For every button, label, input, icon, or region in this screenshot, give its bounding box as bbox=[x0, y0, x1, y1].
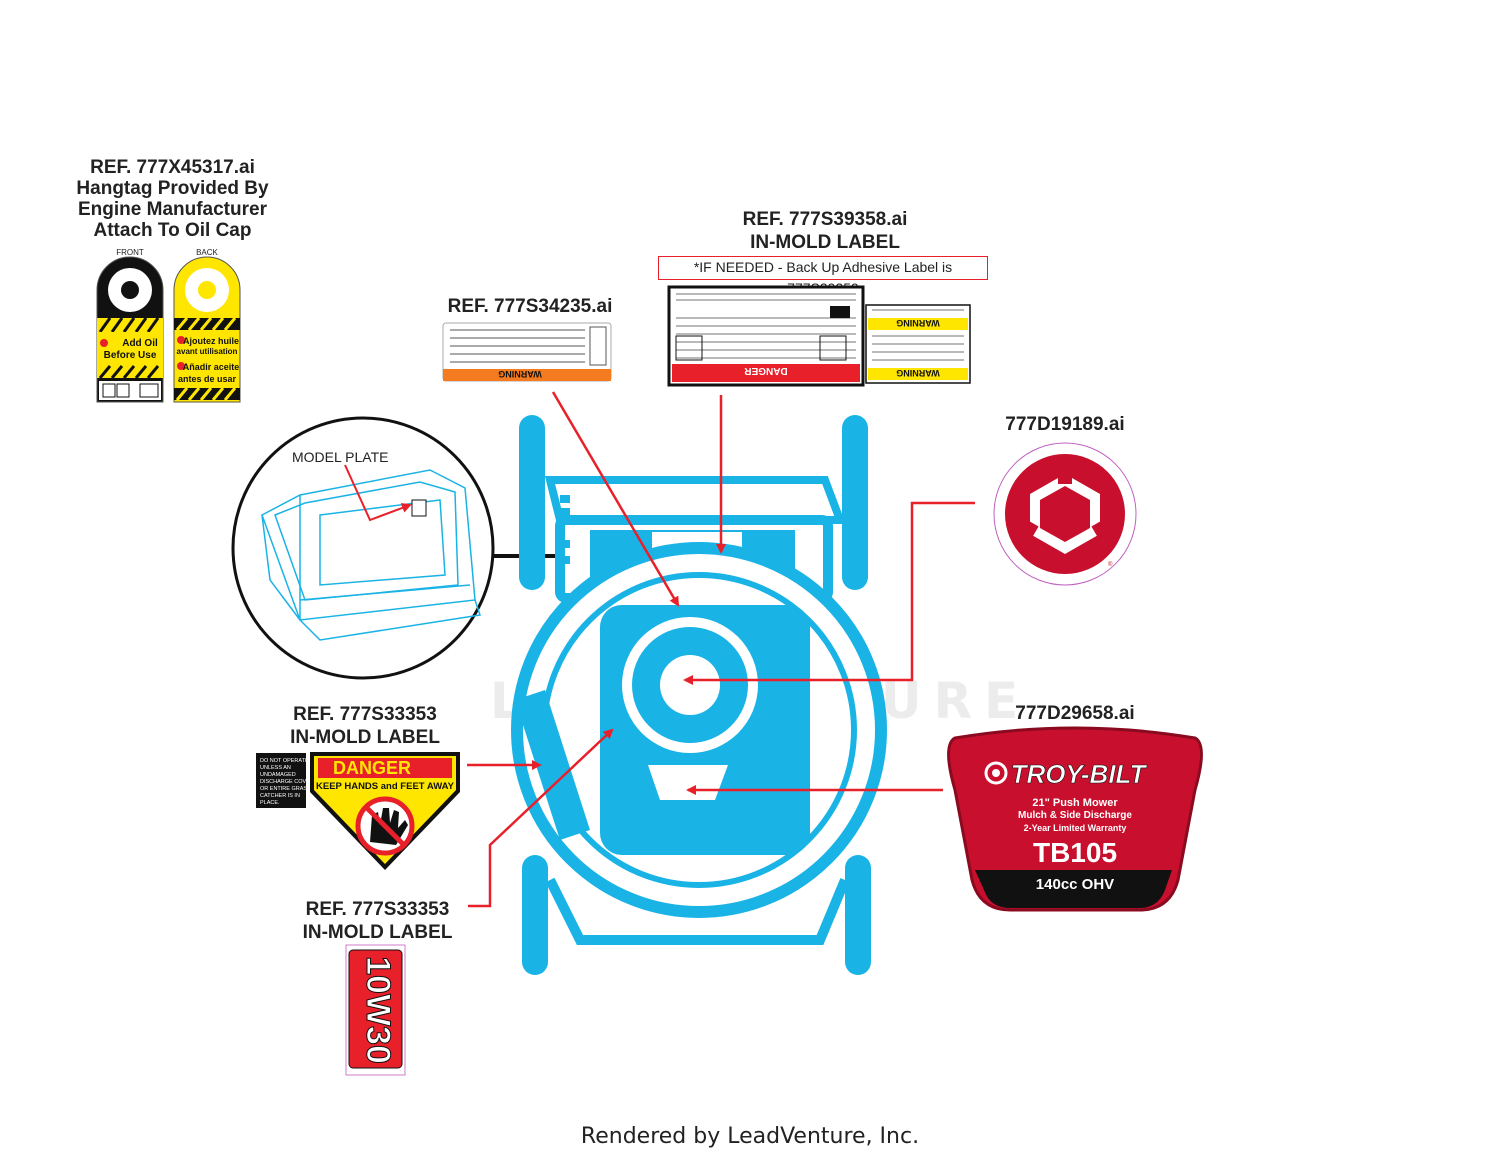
oil-label: 10W30 bbox=[345, 944, 406, 1076]
hangtag-back-label: BACK bbox=[196, 248, 218, 257]
hangtag-front-text-1: Add Oil bbox=[122, 338, 158, 349]
arrow-oil-label bbox=[468, 728, 614, 908]
model-plate-label: MODEL PLATE bbox=[292, 449, 388, 465]
brand-label: TROY-BILT 21" Push Mower Mulch & Side Di… bbox=[947, 726, 1203, 912]
oil-label-caption: REF. 777S33353 IN-MOLD LABEL bbox=[285, 898, 470, 944]
hangtag-back-text-3: Añadir aceite bbox=[183, 362, 240, 372]
brand-line-3: 2-Year Limited Warranty bbox=[1024, 823, 1127, 833]
hangtag-desc-2: Engine Manufacturer bbox=[78, 199, 267, 220]
danger-label: DO NOT OPERATE UNLESS AN UNDAMAGED DISCH… bbox=[256, 752, 460, 870]
danger-side-line-6: PLACE. bbox=[260, 800, 280, 806]
hangtag-back: BACK Ajoutez huile avant utilisation Aña… bbox=[173, 248, 241, 403]
leader-arrows bbox=[467, 391, 975, 908]
logo-round-caption: 777D19189.ai bbox=[985, 414, 1145, 435]
warning-small-ref: REF. 777S34235.ai bbox=[447, 296, 613, 317]
danger-side-line-5: CATCHER IS IN bbox=[260, 793, 300, 799]
brand-line-2: Mulch & Side Discharge bbox=[1018, 810, 1132, 821]
danger-side-line-1: UNLESS AN bbox=[260, 765, 291, 771]
model-plate-icon bbox=[411, 499, 427, 517]
troy-bilt-round-logo: ® bbox=[993, 442, 1137, 586]
hangtag-caption: REF. 777X45317.ai Hangtag Provided By En… bbox=[55, 157, 290, 241]
hangtag-front-label: FRONT bbox=[116, 248, 144, 257]
inmold-top-caption: REF. 777S39358.ai IN-MOLD LABEL bbox=[700, 208, 950, 254]
brand-line-1: 21" Push Mower bbox=[1032, 797, 1118, 809]
oil-label-ref: REF. 777S33353 bbox=[305, 899, 450, 920]
danger-label-ref: REF. 777S33353 bbox=[293, 704, 437, 725]
hangtag-desc-3: Attach To Oil Cap bbox=[93, 220, 252, 241]
inmold-top-warning-1: WARNING bbox=[896, 318, 940, 328]
model-plate-magnifier: MODEL PLATE bbox=[231, 416, 600, 680]
warning-small-header: WARNING bbox=[498, 369, 542, 379]
danger-subtitle: KEEP HANDS and FEET AWAY bbox=[316, 781, 455, 792]
oil-cap-icon bbox=[108, 268, 152, 312]
warning-small-caption: REF. 777S34235.ai bbox=[420, 296, 640, 317]
oil-label-text: 10W30 bbox=[359, 956, 397, 1064]
danger-side-line-3: DISCHARGE COVER bbox=[260, 779, 314, 785]
brand-engine: 140cc OHV bbox=[1036, 876, 1114, 893]
inmold-top-type: IN-MOLD LABEL bbox=[750, 232, 900, 253]
footer-credit: Rendered by LeadVenture, Inc. bbox=[580, 1124, 920, 1149]
danger-label-type: IN-MOLD LABEL bbox=[290, 727, 440, 748]
brand-model: TB105 bbox=[1033, 837, 1117, 868]
danger-side-line-2: UNDAMAGED bbox=[260, 772, 296, 778]
danger-side-line-0: DO NOT OPERATE bbox=[260, 758, 309, 764]
inmold-top-ref: REF. 777S39358.ai bbox=[742, 209, 908, 230]
danger-title: DANGER bbox=[333, 758, 411, 778]
hangtag-front: FRONT Add Oil Before Use bbox=[96, 248, 164, 403]
hangtag-back-text-1: Ajoutez huile bbox=[183, 336, 239, 346]
hangtag-back-text-4: antes de usar bbox=[178, 374, 237, 384]
hangtag-ref: REF. 777X45317.ai bbox=[90, 157, 255, 178]
arrow-warning-small bbox=[551, 391, 680, 607]
oil-label-type: IN-MOLD LABEL bbox=[302, 922, 453, 943]
arrow-round-logo bbox=[683, 501, 975, 685]
danger-label-caption: REF. 777S33353 IN-MOLD LABEL bbox=[270, 703, 460, 749]
hangtag-front-text-2: Before Use bbox=[104, 350, 157, 361]
no-hands-icon bbox=[355, 796, 415, 856]
inmold-top-label: DANGER WARNING WARNING bbox=[667, 285, 971, 387]
svg-text:®: ® bbox=[1108, 561, 1113, 568]
brand-label-ref: 777D29658.ai bbox=[1015, 703, 1135, 724]
brand-label-caption: 777D29658.ai bbox=[990, 703, 1160, 724]
inmold-top-danger: DANGER bbox=[744, 365, 788, 376]
hangtag-desc-1: Hangtag Provided By bbox=[76, 178, 269, 199]
mower-top-view bbox=[511, 415, 887, 975]
brand-name: TROY-BILT bbox=[1011, 759, 1148, 789]
logo-round-ref: 777D19189.ai bbox=[1005, 414, 1125, 435]
hangtag-back-text-2: avant utilisation bbox=[177, 347, 238, 356]
warning-small-label: WARNING bbox=[442, 322, 612, 382]
mower-handle-closeup bbox=[261, 469, 481, 641]
danger-side-line-4: OR ENTIRE GRASS bbox=[260, 786, 311, 792]
inmold-top-warning-2: WARNING bbox=[896, 368, 940, 378]
